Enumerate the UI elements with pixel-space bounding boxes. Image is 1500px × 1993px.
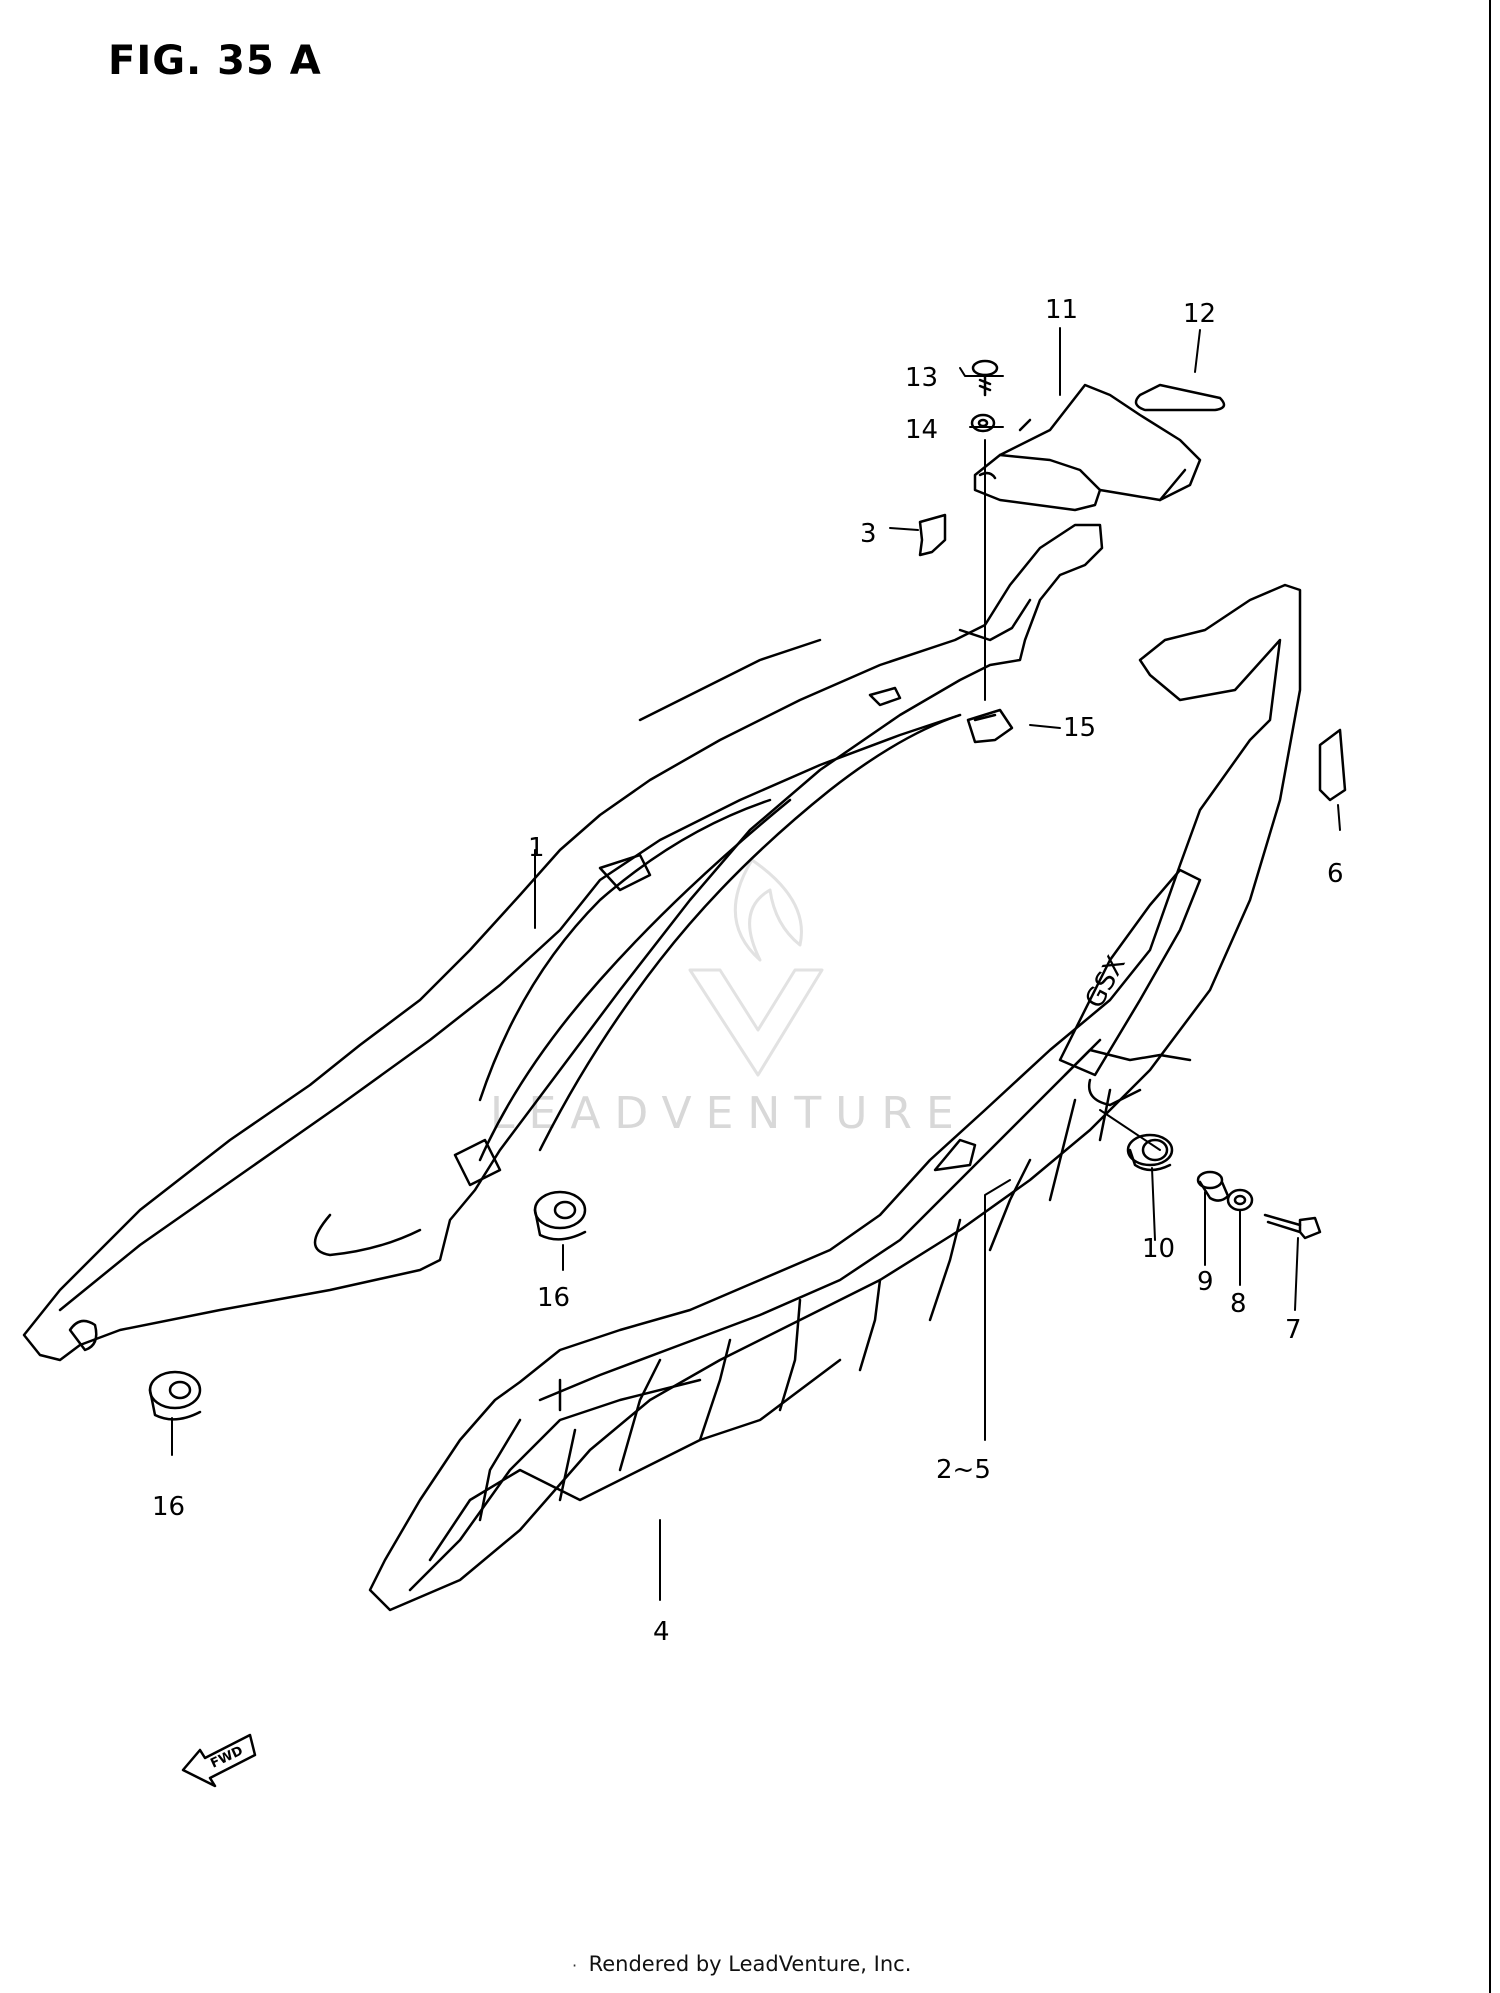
decal-badge: GSX <box>1058 868 1202 1077</box>
leader-lines <box>171 327 1341 1601</box>
callout-14: 14 <box>905 415 938 445</box>
washer-14 <box>970 413 996 433</box>
bolt-7 <box>1263 1213 1322 1240</box>
callout-7: 7 <box>1285 1315 1302 1345</box>
callout-11: 11 <box>1045 295 1078 325</box>
callout-4: 4 <box>653 1617 670 1647</box>
washer-8 <box>1226 1188 1254 1212</box>
watermark: LEADVENTURE <box>490 858 968 1139</box>
grommet-16-upper <box>533 1190 587 1241</box>
reflector-strip <box>1134 383 1226 412</box>
screw-13 <box>971 359 999 397</box>
grommet-10 <box>1126 1133 1174 1172</box>
figure-title: FIG. 35 A <box>108 38 322 84</box>
frame-cover-left <box>22 523 1104 1362</box>
forward-arrow-icon: FWD <box>181 1733 257 1788</box>
callout-6: 6 <box>1327 859 1344 889</box>
rear-bracket <box>973 383 1202 512</box>
frame-cover-right <box>368 583 1302 1612</box>
clip-3 <box>918 513 947 557</box>
nut-15 <box>966 708 1014 744</box>
callout-9: 9 <box>1197 1267 1214 1297</box>
callout-12: 12 <box>1183 299 1216 329</box>
callout-labels: 11 12 13 14 3 15 6 1 10 9 8 7 2~5 4 16 1… <box>152 295 1344 1647</box>
callout-13: 13 <box>905 363 938 393</box>
watermark-v-icon <box>688 968 824 1077</box>
footer-mark: · <box>572 1956 578 1975</box>
callout-1: 1 <box>528 833 545 863</box>
callout-2-5: 2~5 <box>936 1455 991 1485</box>
callout-10: 10 <box>1142 1234 1175 1264</box>
callout-16-upper: 16 <box>537 1283 570 1313</box>
callout-16-lower: 16 <box>152 1492 185 1522</box>
watermark-text: LEADVENTURE <box>490 1088 968 1139</box>
callout-15: 15 <box>1063 713 1096 743</box>
emblem-6 <box>1318 728 1347 802</box>
callout-8: 8 <box>1230 1289 1247 1319</box>
footer-credit: Rendered by LeadVenture, Inc. <box>588 1952 912 1976</box>
collar-9 <box>1196 1170 1230 1202</box>
callout-3: 3 <box>860 519 877 549</box>
watermark-flame-icon <box>733 858 803 962</box>
grommet-16-lower <box>148 1370 202 1421</box>
